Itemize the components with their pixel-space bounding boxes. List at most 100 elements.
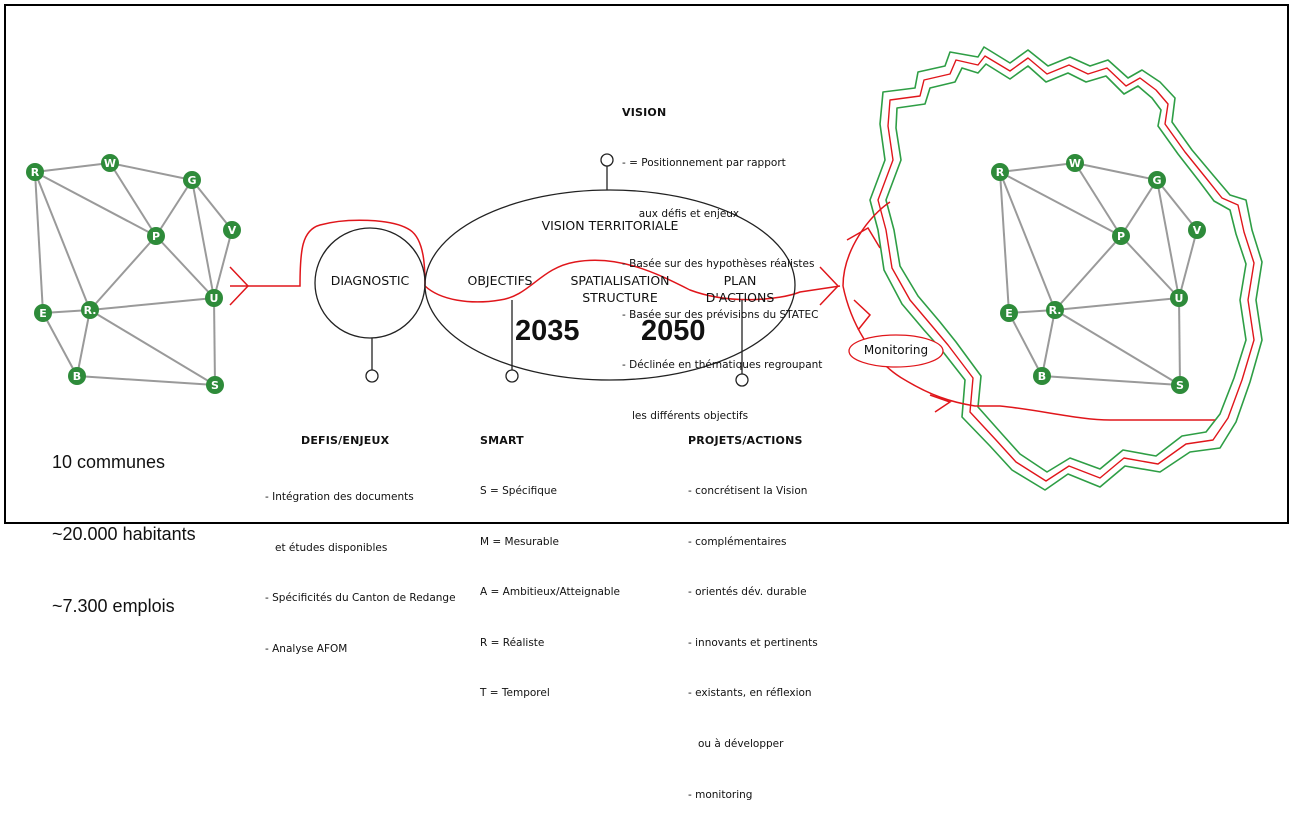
loop-arrow-1 <box>846 226 881 249</box>
smart-item: R = Réaliste <box>480 636 545 649</box>
commune-node-label: S <box>211 379 219 392</box>
network-edge <box>1074 162 1158 181</box>
diagnostic-label: DIAGNOSTIC <box>330 273 410 288</box>
flow-path <box>229 201 1215 421</box>
year-2035: 2035 <box>515 315 580 347</box>
vision-knob <box>600 153 614 167</box>
projets-item: - concrétisent la Vision <box>688 485 808 497</box>
network-edge <box>191 179 215 299</box>
plan-label: PLAN <box>723 273 757 288</box>
vision-ellipse <box>424 189 796 381</box>
network-edge <box>1156 179 1198 231</box>
network-edge <box>213 229 233 299</box>
projets-item: - complémentaires <box>688 535 787 548</box>
defis-knob <box>365 369 379 383</box>
commune-node-label: B <box>73 370 81 383</box>
commune-node-label: G <box>187 174 196 187</box>
commune-node <box>1046 301 1064 319</box>
smart-item: S = Spécifique <box>480 485 558 497</box>
network-edge <box>1120 179 1158 237</box>
network-edge <box>1120 235 1180 299</box>
commune-node-label: R <box>996 166 1005 179</box>
commune-node-label: U <box>1175 292 1184 305</box>
monitoring-label: Monitoring <box>863 343 929 357</box>
network-edge <box>155 235 215 299</box>
smart-title: SMART <box>480 434 524 447</box>
projets-title: PROJETS/ACTIONS <box>688 434 803 447</box>
commune-node-label: V <box>1193 224 1202 237</box>
commune-node-label: B <box>1038 370 1046 383</box>
commune-node <box>183 171 201 189</box>
commune-node <box>1170 289 1188 307</box>
defis-title: DEFIS/ENJEUX <box>301 434 390 447</box>
network-edge <box>1041 309 1056 377</box>
stat-communes: 10 communes <box>52 452 166 472</box>
network-edge <box>76 309 91 377</box>
loop-arrow-3 <box>929 394 952 413</box>
projets-item: - existants, en réflexion <box>688 687 812 700</box>
commune-node <box>81 301 99 319</box>
commune-node-label: P <box>152 230 160 243</box>
network-edge <box>155 179 193 237</box>
smart-knob <box>505 369 519 383</box>
commune-node-label: R. <box>1049 304 1062 317</box>
objectifs-label: OBJECTIFS <box>467 273 533 288</box>
network-edge <box>42 312 78 377</box>
network-edge <box>191 179 233 231</box>
commune-node <box>1066 154 1084 172</box>
canton-outline <box>869 46 1263 491</box>
vision-block: VISION - = Positionnement par rapport au… <box>622 68 822 442</box>
commune-node <box>1148 171 1166 189</box>
commune-node <box>205 289 223 307</box>
canton-border-green <box>869 46 1263 491</box>
network-edge <box>1178 229 1198 299</box>
network-edge <box>76 375 216 386</box>
commune-node-label: U <box>210 292 219 305</box>
network-edge <box>213 297 216 386</box>
flow-chevron-left <box>229 266 250 306</box>
smart-block: SMART S = Spécifique M = Mesurable A = A… <box>480 396 620 719</box>
projets-knob <box>735 373 749 387</box>
vision-item: - Basée sur des prévisions du STATEC <box>622 308 819 321</box>
vision-item: aux défis et enjeux <box>622 207 740 220</box>
vision-title: VISION <box>622 106 667 119</box>
projets-item: ou à développer <box>688 737 784 750</box>
flow-wave <box>424 259 841 303</box>
commune-node <box>26 163 44 181</box>
center-shapes <box>314 153 796 387</box>
spatialisation-label: SPATIALISATION <box>570 273 670 288</box>
commune-node <box>1000 304 1018 322</box>
network-edge <box>1074 162 1122 237</box>
network-edge <box>109 162 157 237</box>
vision-territoriale-label: VISION TERRITORIALE <box>541 218 679 233</box>
commune-node <box>1112 227 1130 245</box>
commune-node-label: V <box>228 224 237 237</box>
commune-node-label: G <box>1152 174 1161 187</box>
vision-item: les différents objectifs <box>622 409 749 422</box>
smart-item: M = Mesurable <box>480 535 559 548</box>
commune-node <box>1188 221 1206 239</box>
stat-emplois: ~7.300 emplois <box>52 596 175 616</box>
commune-node <box>1033 367 1051 385</box>
year-2050: 2050 <box>641 315 706 347</box>
structure-label: STRUCTURE <box>582 290 658 305</box>
stat-habitants: ~20.000 habitants <box>52 524 196 544</box>
smart-item: A = Ambitieux/Atteignable <box>480 586 620 599</box>
network-edge <box>1156 179 1180 299</box>
commune-node <box>147 227 165 245</box>
projets-item: - monitoring <box>688 788 753 801</box>
network-edge <box>1054 235 1122 311</box>
stats-block: 10 communes ~20.000 habitants ~7.300 emp… <box>52 402 196 642</box>
network-edge <box>34 171 91 311</box>
network-edge <box>34 162 111 173</box>
network-edge <box>999 171 1010 314</box>
vision-item: - Déclinée en thématiques regroupant <box>622 359 823 372</box>
loop-arrow-2 <box>853 299 872 331</box>
network-edge <box>1041 375 1181 386</box>
network-edge <box>109 162 193 181</box>
defis-item: - Spécificités du Canton de Redange <box>265 592 456 605</box>
commune-node-label: W <box>1069 157 1081 170</box>
diagram-frame <box>4 4 1289 524</box>
